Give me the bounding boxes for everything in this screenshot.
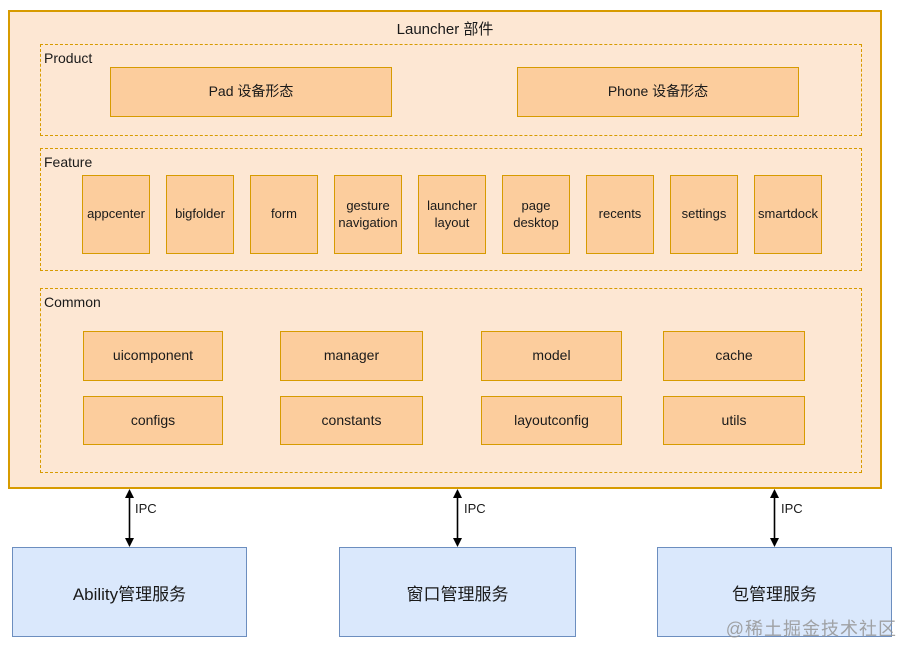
node-layoutconfig: layoutconfig: [481, 396, 622, 445]
section-product: Product: [40, 44, 862, 136]
section-product-label: Product: [44, 50, 93, 66]
node-bigfolder: bigfolder: [166, 175, 234, 254]
node-configs: configs: [83, 396, 223, 445]
node-cache: cache: [663, 331, 805, 381]
ipc-arrow-icon: [767, 489, 782, 547]
node-page-desktop: page desktop: [502, 175, 570, 254]
node-appcenter: appcenter: [82, 175, 150, 254]
section-feature: Feature: [40, 148, 862, 271]
node-constants: constants: [280, 396, 423, 445]
ipc-label: IPC: [464, 501, 486, 516]
service-ability-manager: Ability管理服务: [12, 547, 247, 637]
node-launcher-layout: launcher layout: [418, 175, 486, 254]
node-utils: utils: [663, 396, 805, 445]
section-common-label: Common: [44, 294, 101, 310]
section-common: Common: [40, 288, 862, 473]
node-model: model: [481, 331, 622, 381]
node-uicomponent: uicomponent: [83, 331, 223, 381]
node-settings: settings: [670, 175, 738, 254]
node-phone-device: Phone 设备形态: [517, 67, 799, 117]
ipc-label: IPC: [135, 501, 157, 516]
node-pad-device: Pad 设备形态: [110, 67, 392, 117]
node-form: form: [250, 175, 318, 254]
watermark-text: @稀土掘金技术社区: [725, 619, 897, 639]
node-manager: manager: [280, 331, 423, 381]
ipc-arrow-icon: [450, 489, 465, 547]
node-recents: recents: [586, 175, 654, 254]
node-smartdock: smartdock: [754, 175, 822, 254]
ipc-arrow-icon: [122, 489, 137, 547]
node-gesture-navigation: gesture navigation: [334, 175, 402, 254]
ipc-label: IPC: [781, 501, 803, 516]
diagram-title: Launcher 部件: [396, 21, 494, 38]
service-package-manager: 包管理服务: [657, 547, 892, 637]
service-window-manager: 窗口管理服务: [339, 547, 576, 637]
section-feature-label: Feature: [44, 154, 93, 170]
